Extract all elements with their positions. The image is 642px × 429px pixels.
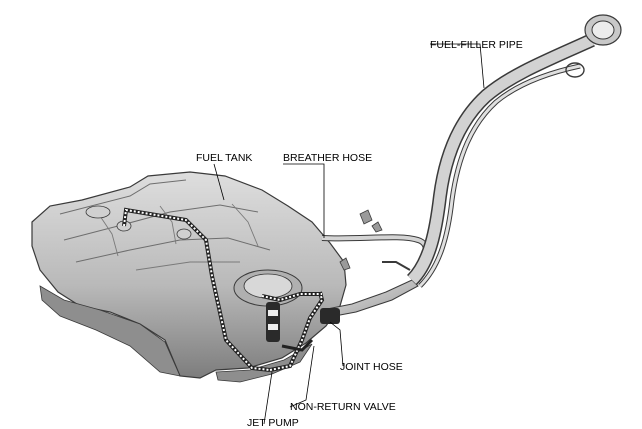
label-jet-pump: JET PUMP — [247, 417, 299, 429]
internal-fuel-lines — [122, 207, 325, 372]
label-joint-hose: JOINT HOSE — [340, 361, 403, 373]
label-breather-hose: BREATHER HOSE — [283, 152, 372, 164]
label-fuel-tank: FUEL TANK — [196, 152, 252, 164]
label-fuel-filler-pipe: FUEL-FILLER PIPE — [430, 39, 523, 51]
filler-cap — [565, 14, 622, 78]
jet-pump-assembly — [266, 302, 314, 352]
brackets — [339, 209, 383, 271]
leader-lines — [213, 43, 485, 425]
fuel-filler-pipe — [382, 33, 595, 288]
label-non-return-valve: NON-RETURN VALVE — [290, 401, 396, 413]
